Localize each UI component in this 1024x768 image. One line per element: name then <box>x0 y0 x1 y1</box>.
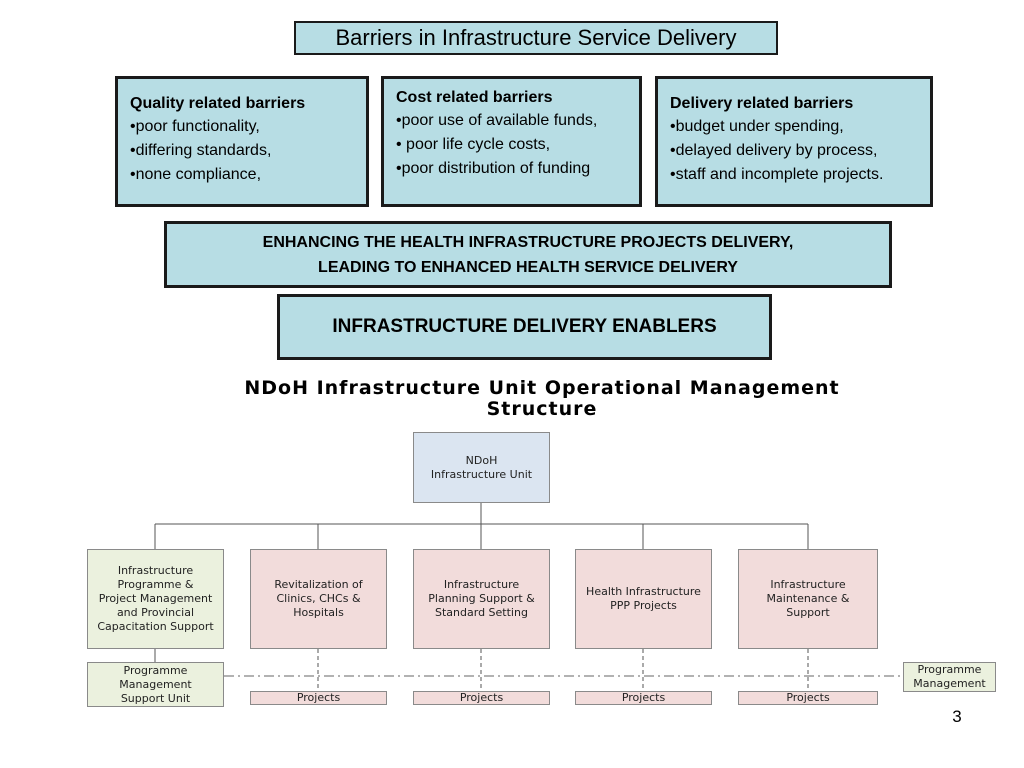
projects-label: Projects <box>621 691 666 704</box>
projects-box: Projects <box>738 691 878 705</box>
programme-management-support-unit: Programme Management Support Unit <box>87 662 224 707</box>
projects-box: Projects <box>575 691 712 705</box>
projects-box: Projects <box>250 691 387 705</box>
delivery-barrier-item: •staff and incomplete projects. <box>670 166 884 183</box>
org-unit-planning-support: Infrastructure Planning Support & Standa… <box>413 549 550 649</box>
org-root-ndoh-unit: NDoH Infrastructure Unit <box>413 432 550 503</box>
delivery-barrier-item: •delayed delivery by process, <box>670 142 878 159</box>
projects-label: Projects <box>459 691 504 704</box>
projects-label: Projects <box>296 691 341 704</box>
org-unit-ppp-projects: Health Infrastructure PPP Projects <box>575 549 712 649</box>
org-unit-programme-project-management: Infrastructure Programme & Project Manag… <box>87 549 224 649</box>
delivery-barriers-heading: Delivery related barriers <box>670 95 854 112</box>
enablers-banner: INFRASTRUCTURE DELIVERY ENABLERS <box>277 294 772 360</box>
quality-barrier-item: •poor functionality, <box>130 118 260 135</box>
org-unit-label: Revitalization of Clinics, CHCs & Hospit… <box>274 578 363 619</box>
org-unit-label: Infrastructure Programme & Project Manag… <box>97 564 214 633</box>
org-unit-revitalization: Revitalization of Clinics, CHCs & Hospit… <box>250 549 387 649</box>
org-chart-title-line-1: NDoH Infrastructure Unit Operational Man… <box>244 377 840 399</box>
cost-barriers-heading: Cost related barriers <box>396 89 553 106</box>
slide-title-box: Barriers in Infrastructure Service Deliv… <box>294 21 778 55</box>
org-unit-label: Infrastructure Planning Support & Standa… <box>428 578 535 619</box>
enablers-label: INFRASTRUCTURE DELIVERY ENABLERS <box>332 316 717 337</box>
enhancing-line-2: LEADING TO ENHANCED HEALTH SERVICE DELIV… <box>318 258 738 276</box>
projects-box: Projects <box>413 691 550 705</box>
delivery-barrier-item: •budget under spending, <box>670 118 844 135</box>
cost-barriers-box: Cost related barriers •poor use of avail… <box>381 76 642 207</box>
org-chart-title-line-2: Structure <box>486 398 598 420</box>
cost-barrier-item: • poor life cycle costs, <box>396 136 551 153</box>
programme-management-box: Programme Management <box>903 662 996 692</box>
org-unit-label: Health Infrastructure PPP Projects <box>586 585 701 612</box>
quality-barriers-box: Quality related barriers •poor functiona… <box>115 76 369 207</box>
quality-barriers-heading: Quality related barriers <box>130 95 306 112</box>
page-number: 3 <box>952 707 962 726</box>
programme-management-label: Programme Management <box>913 663 986 690</box>
org-unit-maintenance-support: Infrastructure Maintenance & Support <box>738 549 878 649</box>
projects-label: Projects <box>786 691 830 704</box>
slide-title: Barriers in Infrastructure Service Deliv… <box>335 25 737 50</box>
cost-barrier-item: •poor use of available funds, <box>396 112 598 129</box>
enhancing-line-1: ENHANCING THE HEALTH INFRASTRUCTURE PROJ… <box>262 233 794 251</box>
enhancing-delivery-banner: ENHANCING THE HEALTH INFRASTRUCTURE PROJ… <box>164 221 892 288</box>
support-unit-label: Programme Management Support Unit <box>119 663 192 705</box>
delivery-barriers-box: Delivery related barriers •budget under … <box>655 76 933 207</box>
org-root-label: NDoH Infrastructure Unit <box>430 453 533 481</box>
cost-barrier-item: •poor distribution of funding <box>396 160 591 177</box>
quality-barrier-item: •differing standards, <box>130 142 272 159</box>
org-unit-label: Infrastructure Maintenance & Support <box>766 578 850 619</box>
quality-barrier-item: •none compliance, <box>130 166 262 183</box>
